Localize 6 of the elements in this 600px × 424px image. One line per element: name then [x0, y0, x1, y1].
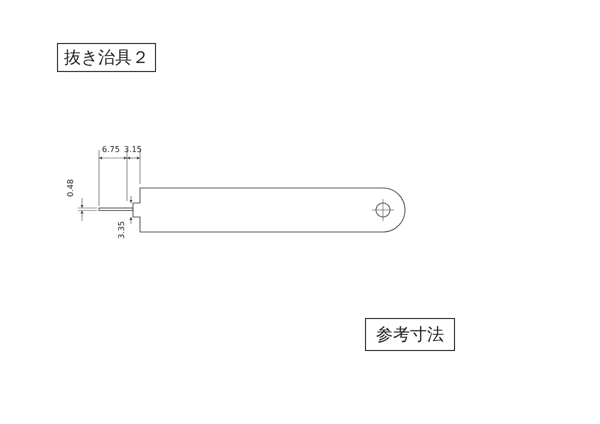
title: 抜き治具２ — [57, 43, 156, 72]
dimension-value: 6.75 — [102, 146, 120, 154]
dimension-value: 0.48 — [66, 179, 75, 197]
dimension-value: 3.35 — [118, 221, 126, 239]
dimension-value: 3.15 — [124, 146, 142, 154]
note: 参考寸法 — [365, 318, 455, 351]
